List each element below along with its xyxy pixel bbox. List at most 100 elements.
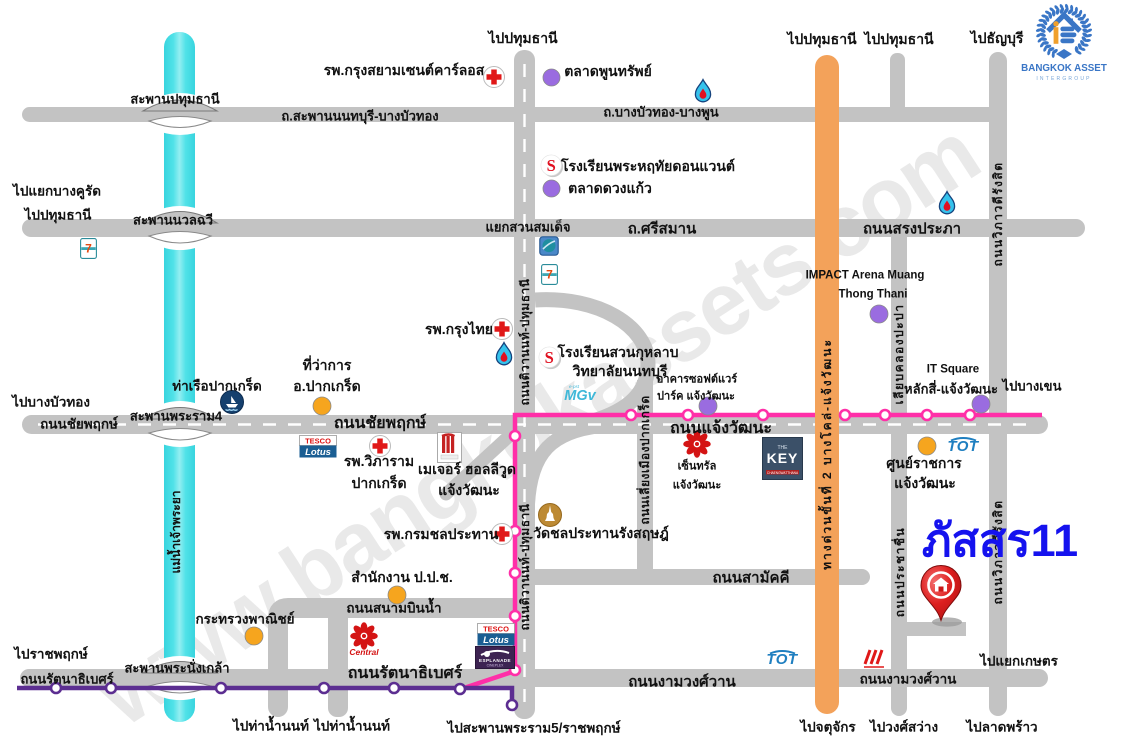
direction-label: ไปท่าน้ำนนท์: [232, 718, 310, 734]
market-dot-icon: [970, 393, 992, 420]
transit-station: [838, 408, 852, 422]
market-label: ตลาดพูนทรัพย์: [564, 63, 652, 79]
road-label: ถนนชัยพฤกษ์: [333, 415, 427, 432]
landmark-label: เมเจอร์ ฮอลลีวูด: [418, 461, 516, 477]
svg-text:ESPLANADE: ESPLANADE: [479, 658, 511, 663]
market-dot-icon: [868, 303, 890, 330]
landmark-label: แจ้งวัฒนะ: [672, 479, 722, 492]
transit-station: [508, 566, 522, 580]
transit-station: [624, 408, 638, 422]
direction-label: ไปปทุมธานี: [864, 31, 934, 47]
road-label: ถ.ศรีสมาน: [627, 220, 697, 238]
road-label: ถนนติวานนท์-ปทุมธานี: [518, 278, 532, 406]
direction-label: ไปราชพฤกษ์: [14, 646, 88, 662]
hospital-label: รพ.กรุงไทย: [425, 321, 493, 337]
direction-label: ไปธัญบุรี: [970, 30, 1024, 46]
transit-station: [878, 408, 892, 422]
landmark-label: Thong Thani: [838, 288, 908, 301]
svg-text:BANGKOK ASSET: BANGKOK ASSET: [1021, 63, 1107, 74]
transit-station: [505, 698, 519, 712]
direction-label: ไปแยกบางคูรัด: [13, 183, 101, 199]
direction-label: ไปแยกเกษตร: [980, 653, 1058, 669]
road-label: ถนนประชาชื่น: [893, 526, 907, 618]
transit-station: [963, 408, 977, 422]
landmark-label: ปาร์ค แจ้งวัฒนะ: [657, 390, 735, 403]
mall-stripes-logo: [859, 647, 889, 676]
landmark-label: ศูนย์ราชการ: [886, 455, 962, 471]
svg-text:7: 7: [546, 267, 553, 281]
svg-text:Lotus: Lotus: [483, 635, 509, 646]
svg-text:TOT: TOT: [947, 438, 980, 455]
direction-label: ไปท่าน้ำนนท์: [313, 718, 391, 734]
direction-label: ไปจตุจักร: [800, 719, 856, 735]
river-label: แม่น้ำเจ้าพระยา: [169, 490, 183, 574]
direction-label: ไปบางเขน: [1002, 378, 1062, 394]
road-label: ถนนสามัคคี: [712, 569, 790, 587]
direction-label: ไปวงศ์สว่าง: [869, 719, 939, 735]
transit-station: [920, 408, 934, 422]
river: [164, 32, 195, 722]
landmark-label: แจ้งวัฒนะ: [894, 475, 956, 491]
junction-label: แยกสวนสมเด็จ: [485, 219, 571, 235]
svg-text:Lotus: Lotus: [305, 447, 331, 458]
direction-label: ไปปทุมธานี: [488, 30, 558, 46]
svg-text:Central: Central: [349, 647, 379, 657]
hospital-label: ปากเกร็ด: [351, 475, 407, 491]
temple-icon: [537, 502, 563, 533]
road-label: ถนนสรงประภา: [862, 220, 962, 238]
school-icon: S: [539, 153, 565, 184]
direction-label: ไปปทุมธานี: [787, 31, 857, 47]
school-label: โรงเรียนพระหฤทัยดอนแวนต์: [561, 158, 735, 174]
landmark-label: สำนักงาน ป.ป.ช.: [351, 569, 453, 585]
market-label: ตลาดดวงแก้ว: [568, 180, 652, 196]
central-logo: [679, 429, 715, 470]
school-icon: S: [537, 345, 563, 376]
road-dashes: [38, 64, 1036, 702]
svg-text:7: 7: [85, 241, 92, 255]
road-label: ถนนเลี่ยงเมืองปากเกร็ด: [638, 395, 652, 525]
market-dot-icon: [541, 178, 562, 204]
expressway: [815, 55, 839, 714]
road-label: ถนนวิภาวดีรังสิต: [991, 161, 1005, 267]
hospital-icon: [482, 65, 506, 94]
bangkok-asset-logo: BANGKOK ASSET INTERGROUP: [1017, 2, 1111, 89]
pier-icon: [219, 389, 245, 420]
transit-station: [453, 682, 467, 696]
gas-station-icon: [693, 78, 713, 109]
road-label: ถนนงามวงศ์วาน: [859, 671, 957, 687]
transit-station: [508, 429, 522, 443]
landmark-label: หลักสี่-แจ้งวัฒนะ: [904, 381, 998, 397]
transit-station: [756, 408, 770, 422]
market-dot-icon: [541, 67, 562, 93]
direction-label: ไปลาดพร้าว: [966, 719, 1038, 735]
bridge-label: สะพานปทุมธานี: [130, 91, 220, 107]
landmark-label: เซ็นทรัล: [677, 460, 717, 473]
svg-text:KEY: KEY: [766, 450, 798, 466]
road-label: ถนนแจ้งวัฒนะ: [669, 420, 773, 437]
transit-station: [681, 408, 695, 422]
svg-text:TESCO: TESCO: [305, 436, 331, 445]
road-label: ถนนงามวงศ์วาน: [628, 673, 736, 691]
hospital-icon: [490, 522, 514, 551]
transit-station: [317, 681, 331, 695]
landmark-label: ที่ว่าการ: [302, 357, 352, 373]
transit-station: [104, 681, 118, 695]
hospital-label: รพ.กรมชลประทาน: [383, 526, 499, 542]
location-pin-icon: [917, 564, 969, 637]
hospital-label: รพ.กรุงสยามเซนต์คาร์ลอส: [323, 62, 485, 78]
government-dot-icon: [386, 584, 408, 611]
project-name: ภัสสร11: [921, 515, 1079, 566]
svg-text:THE: THE: [777, 445, 788, 451]
road-label: ถ.สะพานนนทบุรี-บางบัวทอง: [281, 108, 439, 124]
bridge-label: สะพานพระราม4: [129, 408, 223, 424]
tot-logo: TOT: [943, 436, 983, 461]
svg-text:S: S: [547, 156, 556, 175]
landmark-label: แจ้งวัฒนะ: [438, 482, 500, 498]
expressway-label: ทางด่วนขั้นที่ 2 บางโคล่-แจ้งวัฒนะ: [820, 338, 834, 570]
